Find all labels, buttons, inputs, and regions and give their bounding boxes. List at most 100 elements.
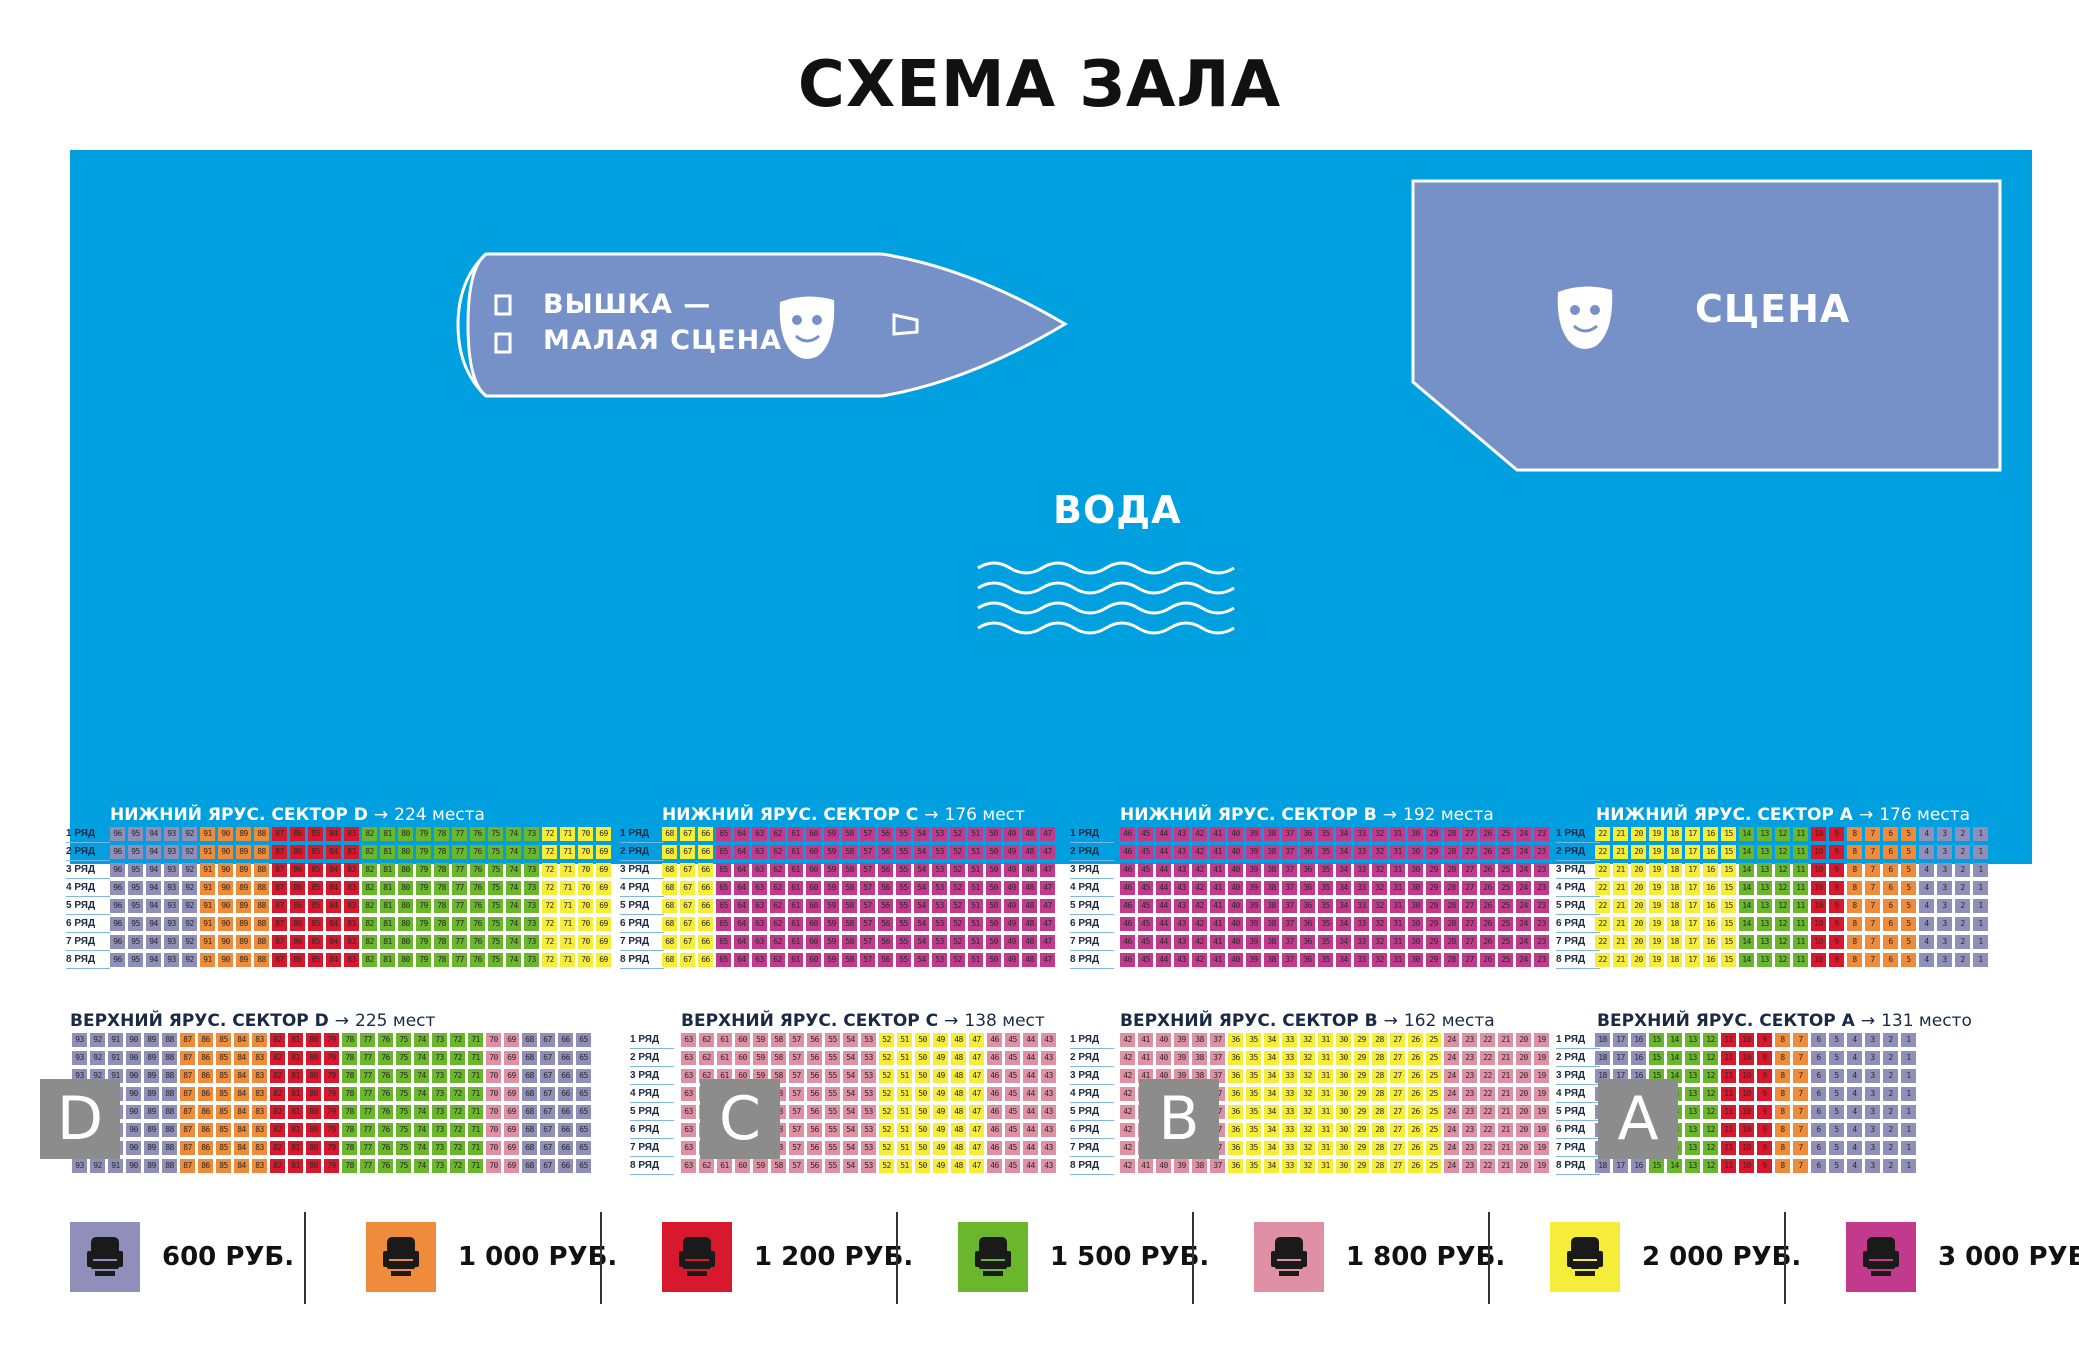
- seat[interactable]: 78: [434, 827, 449, 841]
- seat[interactable]: 78: [342, 1033, 357, 1047]
- seat[interactable]: 92: [182, 953, 197, 967]
- seat[interactable]: 78: [434, 863, 449, 877]
- seat[interactable]: 73: [432, 1123, 447, 1137]
- seat[interactable]: 7: [1793, 1105, 1808, 1119]
- seat[interactable]: 88: [254, 953, 269, 967]
- seat[interactable]: 62: [770, 953, 785, 967]
- seat[interactable]: 49: [933, 1069, 948, 1083]
- seat[interactable]: 15: [1721, 881, 1736, 895]
- seat[interactable]: 2: [1883, 1069, 1898, 1083]
- seat[interactable]: 72: [450, 1123, 465, 1137]
- seat[interactable]: 18: [1667, 845, 1682, 859]
- seat[interactable]: 62: [770, 899, 785, 913]
- seat[interactable]: 46: [987, 1033, 1002, 1047]
- seat[interactable]: 57: [789, 1051, 804, 1065]
- seat[interactable]: 42: [1120, 1033, 1135, 1047]
- seat[interactable]: 35: [1246, 1051, 1261, 1065]
- seat[interactable]: 4: [1847, 1123, 1862, 1137]
- seat[interactable]: 43: [1041, 1123, 1056, 1137]
- seat[interactable]: 36: [1228, 1033, 1243, 1047]
- seat[interactable]: 66: [698, 827, 713, 841]
- seat[interactable]: 36: [1228, 1105, 1243, 1119]
- seat[interactable]: 27: [1462, 863, 1477, 877]
- seat[interactable]: 45: [1005, 1087, 1020, 1101]
- seat[interactable]: 74: [414, 1159, 429, 1173]
- seat[interactable]: 4: [1919, 881, 1934, 895]
- seat[interactable]: 15: [1721, 863, 1736, 877]
- seat[interactable]: 55: [896, 827, 911, 841]
- seat[interactable]: 68: [522, 1159, 537, 1173]
- seat[interactable]: 89: [236, 863, 251, 877]
- seat[interactable]: 70: [578, 881, 593, 895]
- seat[interactable]: 56: [878, 935, 893, 949]
- seat[interactable]: 29: [1354, 1105, 1369, 1119]
- seat[interactable]: 48: [1022, 863, 1037, 877]
- seat[interactable]: 14: [1739, 953, 1754, 967]
- seat[interactable]: 27: [1390, 1159, 1405, 1173]
- seat[interactable]: 1: [1973, 845, 1988, 859]
- seat[interactable]: 60: [735, 1033, 750, 1047]
- seat[interactable]: 87: [272, 917, 287, 931]
- seat[interactable]: 6: [1811, 1159, 1826, 1173]
- seat[interactable]: 76: [470, 827, 485, 841]
- seat[interactable]: 81: [288, 1141, 303, 1155]
- seat[interactable]: 19: [1649, 899, 1664, 913]
- seat[interactable]: 71: [468, 1105, 483, 1119]
- seat[interactable]: 76: [470, 881, 485, 895]
- seat[interactable]: 87: [180, 1033, 195, 1047]
- seat[interactable]: 81: [380, 845, 395, 859]
- seat[interactable]: 11: [1721, 1141, 1736, 1155]
- seat[interactable]: 23: [1534, 881, 1549, 895]
- seat[interactable]: 72: [450, 1033, 465, 1047]
- seat[interactable]: 32: [1372, 827, 1387, 841]
- seat[interactable]: 83: [252, 1069, 267, 1083]
- seat[interactable]: 20: [1516, 1105, 1531, 1119]
- seat[interactable]: 80: [306, 1141, 321, 1155]
- seat[interactable]: 32: [1372, 917, 1387, 931]
- seat[interactable]: 27: [1390, 1051, 1405, 1065]
- seat[interactable]: 62: [699, 1159, 714, 1173]
- seat[interactable]: 64: [734, 917, 749, 931]
- seat[interactable]: 15: [1649, 1159, 1664, 1173]
- seat[interactable]: 90: [218, 845, 233, 859]
- seat[interactable]: 3: [1865, 1105, 1880, 1119]
- seat[interactable]: 46: [1120, 863, 1135, 877]
- seat[interactable]: 24: [1444, 1051, 1459, 1065]
- seat[interactable]: 82: [270, 1123, 285, 1137]
- seat[interactable]: 90: [126, 1069, 141, 1083]
- seat[interactable]: 72: [450, 1159, 465, 1173]
- seat[interactable]: 22: [1480, 1105, 1495, 1119]
- seat[interactable]: 73: [524, 863, 539, 877]
- seat[interactable]: 84: [326, 881, 341, 895]
- seat[interactable]: 68: [522, 1051, 537, 1065]
- seat[interactable]: 50: [915, 1033, 930, 1047]
- seat[interactable]: 77: [360, 1069, 375, 1083]
- seat[interactable]: 75: [488, 827, 503, 841]
- seat[interactable]: 89: [144, 1159, 159, 1173]
- seat[interactable]: 13: [1757, 881, 1772, 895]
- seat[interactable]: 23: [1534, 863, 1549, 877]
- seat[interactable]: 73: [432, 1069, 447, 1083]
- seat[interactable]: 36: [1300, 953, 1315, 967]
- seat[interactable]: 8: [1775, 1087, 1790, 1101]
- seat[interactable]: 4: [1847, 1069, 1862, 1083]
- seat[interactable]: 58: [842, 935, 857, 949]
- seat[interactable]: 45: [1138, 863, 1153, 877]
- seat[interactable]: 5: [1901, 917, 1916, 931]
- seat[interactable]: 37: [1282, 827, 1297, 841]
- seat[interactable]: 30: [1408, 899, 1423, 913]
- seat[interactable]: 41: [1138, 1033, 1153, 1047]
- seat[interactable]: 50: [915, 1159, 930, 1173]
- seat[interactable]: 33: [1354, 845, 1369, 859]
- seat[interactable]: 69: [596, 917, 611, 931]
- seat[interactable]: 88: [162, 1051, 177, 1065]
- seat[interactable]: 42: [1192, 935, 1207, 949]
- seat[interactable]: 63: [681, 1159, 696, 1173]
- seat[interactable]: 92: [182, 935, 197, 949]
- seat[interactable]: 68: [662, 899, 677, 913]
- seat[interactable]: 13: [1757, 827, 1772, 841]
- seat[interactable]: 85: [216, 1141, 231, 1155]
- seat[interactable]: 54: [843, 1033, 858, 1047]
- seat[interactable]: 36: [1300, 935, 1315, 949]
- seat[interactable]: 54: [843, 1159, 858, 1173]
